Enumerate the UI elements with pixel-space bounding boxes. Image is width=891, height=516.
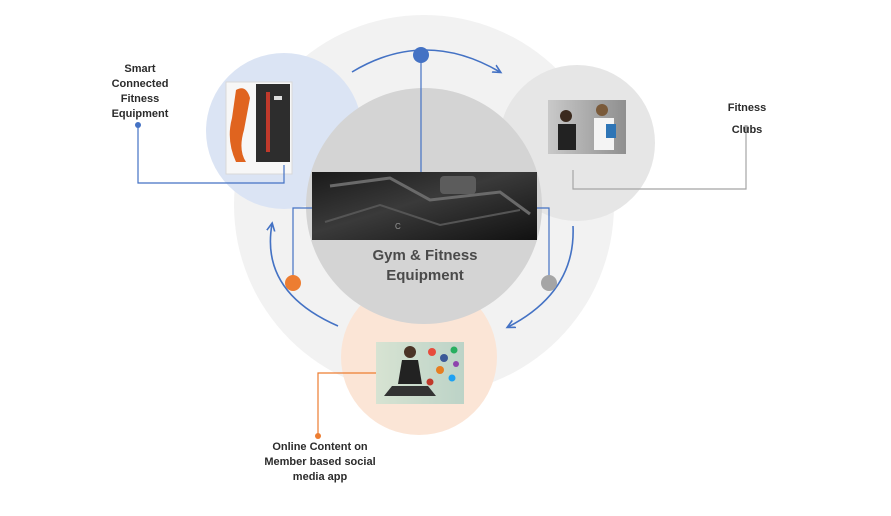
center-title: Gym & Fitness Equipment [330, 246, 520, 286]
blue-dot [413, 47, 429, 63]
label-online-content: Online Content on Member based social me… [248, 440, 392, 485]
gym-equipment-image [312, 172, 537, 240]
orange-dot [285, 275, 301, 291]
label-fitness-clubs: Fitness Clubs [712, 97, 782, 141]
image-watermark: C [395, 222, 401, 231]
label-smart-connected-fitness-equipment: Smart Connected Fitness Equipment [96, 62, 184, 122]
gray-dot [541, 275, 557, 291]
